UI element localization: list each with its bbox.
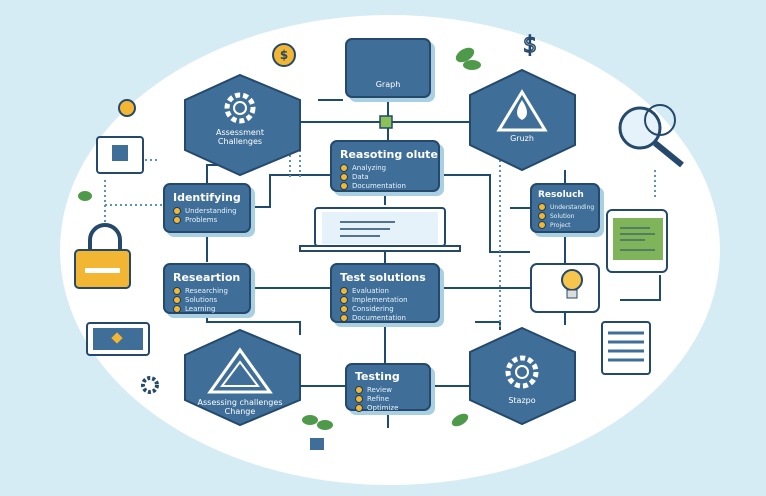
- junction-square: [379, 115, 393, 129]
- tablet-icon: [86, 322, 150, 356]
- list-item: Problems: [173, 216, 241, 224]
- list-item: Researching: [173, 287, 241, 295]
- phone-icon: [606, 209, 668, 273]
- list-item: Refine: [355, 395, 421, 403]
- laptop-icon: [299, 207, 461, 252]
- reasoning-box[interactable]: Reasoting olute Analyzing Data Documenta…: [330, 140, 440, 192]
- list-item: Understanding: [173, 207, 241, 215]
- item-text: Project: [550, 221, 571, 229]
- plant-icon: [78, 191, 92, 201]
- reasoning-title: Reasoting olute: [340, 148, 438, 161]
- hexagon-bottom-right: [469, 326, 576, 426]
- item-text: Review: [367, 386, 392, 394]
- researching-title: Researtion: [173, 271, 241, 284]
- item-text: Researching: [185, 287, 228, 295]
- item-text: Learning: [185, 305, 216, 313]
- item-text: Analyzing: [352, 164, 387, 172]
- item-text: Understanding: [550, 203, 595, 211]
- hex-top-left-title: Assessment: [216, 128, 264, 137]
- item-text: Problems: [185, 216, 218, 224]
- hex-top-right-label: Gruzh: [510, 134, 534, 143]
- test-solutions-box[interactable]: Test solutions Evaluation Implementation…: [330, 263, 440, 323]
- testing-box[interactable]: Testing Review Refine Optimize: [345, 363, 431, 412]
- magnifier-icon: [618, 104, 684, 168]
- list-item: Optimize: [355, 404, 421, 412]
- gear-icon: [141, 376, 159, 394]
- item-text: Optimize: [367, 404, 399, 412]
- triangle-drop-icon: [496, 89, 548, 132]
- graph-box[interactable]: Graph: [345, 38, 431, 98]
- item-text: Solution: [550, 212, 575, 220]
- user-monitor-icon: [96, 99, 144, 174]
- testing-title: Testing: [355, 370, 400, 383]
- identifying-box[interactable]: Identifying Understanding Problems: [163, 183, 251, 233]
- researching-box[interactable]: Researtion Researching Solutions Learnin…: [163, 263, 251, 314]
- hex-bottom-left-subtitle: Change: [224, 407, 256, 416]
- item-text: Refine: [367, 395, 390, 403]
- list-item: Analyzing: [340, 164, 430, 172]
- item-text: Considering: [352, 305, 394, 313]
- hex-bottom-right-label: Stazpo: [508, 396, 536, 405]
- gear-icon: [224, 92, 256, 124]
- list-item: Data: [340, 173, 430, 181]
- item-text: Understanding: [185, 207, 237, 215]
- lightbulb-icon: [561, 269, 583, 299]
- dollar-coin-symbol: $: [280, 48, 288, 62]
- item-text: Documentation: [352, 182, 406, 190]
- list-item: Implementation: [340, 296, 430, 304]
- list-item: Solution: [538, 212, 592, 220]
- gear-icon: [505, 355, 539, 389]
- list-item: Learning: [173, 305, 241, 313]
- resolution-title: Resoluch: [538, 190, 584, 200]
- list-item: Considering: [340, 305, 430, 313]
- identifying-title: Identifying: [173, 191, 241, 204]
- idea-box[interactable]: [530, 263, 600, 313]
- list-panel-icon: [601, 321, 651, 375]
- hex-bottom-left-title: Assessing challenges: [197, 398, 283, 407]
- hexagon-top-right: [469, 68, 576, 172]
- item-text: Solutions: [185, 296, 218, 304]
- list-item: Review: [355, 386, 421, 394]
- hex-top-left-subtitle: Challenges: [217, 137, 263, 146]
- hexagon-bottom-left: [184, 328, 301, 427]
- item-text: Evaluation: [352, 287, 389, 295]
- dollar-sign-icon: $: [523, 33, 537, 58]
- list-item: Documentation: [340, 182, 430, 190]
- list-item: Evaluation: [340, 287, 430, 295]
- dollar-coin-icon: [272, 43, 296, 67]
- test-solutions-title: Test solutions: [340, 271, 426, 284]
- resolution-box[interactable]: Resoluch Understanding Solution Project: [530, 183, 600, 233]
- item-text: Implementation: [352, 296, 408, 304]
- plant-icon: [455, 47, 481, 70]
- item-text: Data: [352, 173, 369, 181]
- list-item: Project: [538, 221, 592, 229]
- triangle-icon: [207, 347, 273, 394]
- list-item: Documentation: [340, 314, 430, 322]
- plant-icon: [302, 415, 333, 450]
- graph-label: Graph: [375, 80, 401, 89]
- hexagon-top-left: [184, 73, 301, 177]
- list-item: Solutions: [173, 296, 241, 304]
- item-text: Documentation: [352, 314, 406, 322]
- list-item: Understanding: [538, 203, 595, 211]
- plant-icon: [451, 413, 469, 427]
- lock-icon: [74, 223, 131, 289]
